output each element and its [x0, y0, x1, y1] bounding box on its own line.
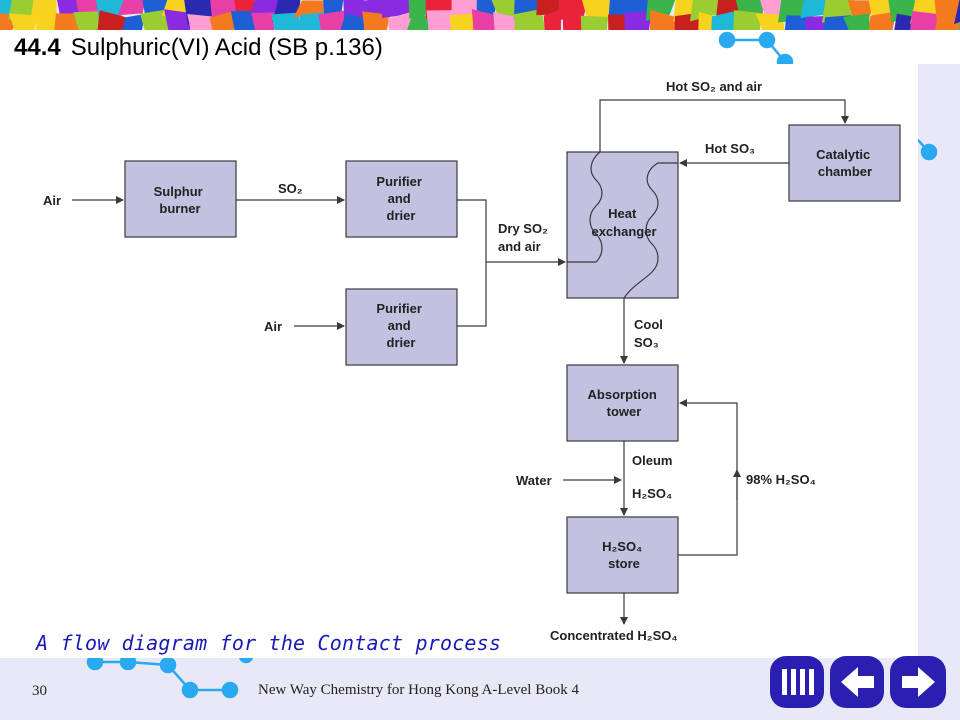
hot-so2-air-line — [599, 99, 849, 152]
so2-label: SO₂ — [278, 181, 303, 196]
mosaic-tile — [73, 11, 103, 36]
catalytic-chamber-box — [788, 124, 901, 202]
mosaic-tile — [96, 10, 129, 36]
purifier-bottom-box — [345, 288, 458, 366]
purifier-top-outlet — [457, 199, 487, 327]
absorption-tower-box — [566, 364, 679, 442]
coil-left — [567, 151, 603, 263]
title-text: Sulphuric(VI) Acid (SB p.136) — [70, 34, 383, 61]
mosaic-tile — [557, 0, 588, 20]
mosaic-tile — [381, 0, 412, 19]
water-label: Water — [516, 473, 552, 488]
mosaic-tile — [318, 10, 347, 36]
first-slide-button[interactable] — [770, 656, 824, 708]
mosaic-tile — [121, 13, 145, 34]
mosaic-tile — [209, 9, 239, 36]
heat-exchanger-box — [566, 151, 679, 299]
mosaic-tile — [471, 9, 500, 36]
mosaic-tile — [954, 0, 960, 25]
forward-arrow-icon — [902, 667, 935, 697]
mosaic-tile — [867, 11, 897, 36]
absorption-tower-label: Absorption tower — [588, 387, 661, 419]
hot-so3-label: Hot SO₃ — [705, 141, 755, 156]
mosaic-tile — [426, 10, 455, 36]
mosaic-tile — [868, 0, 896, 20]
catalytic-chamber-label: Catalytic chamber — [816, 147, 874, 179]
air-label-1: Air — [43, 193, 61, 208]
mosaic-tile — [405, 14, 435, 35]
mosaic-tile — [387, 10, 416, 36]
figure-caption: A flow diagram for the Contact process — [36, 631, 502, 655]
mosaic-tile — [293, 0, 326, 18]
mosaic-tile — [733, 10, 761, 36]
mosaic-tile — [513, 9, 547, 36]
mosaic-tile — [650, 9, 679, 36]
purifier-top-label: Purifier and drier — [376, 174, 425, 223]
heat-exchanger-label: Heat exchanger — [591, 206, 656, 239]
oleum-label: Oleum — [632, 453, 672, 468]
h2so4-label: H₂SO₄ — [632, 486, 672, 501]
first-slide-icon — [782, 669, 814, 695]
h2so4-store-box — [566, 516, 679, 594]
concentrated-label: Concentrated H₂SO₄ — [550, 628, 678, 643]
back-button[interactable] — [830, 656, 884, 708]
purifier-bottom-label: Purifier and drier — [376, 301, 425, 350]
mosaic-tile — [689, 0, 723, 22]
forward-button[interactable] — [890, 656, 946, 708]
air-label-2: Air — [264, 319, 282, 334]
sulphur-burner-box — [124, 160, 237, 238]
purifier-top-box — [345, 160, 458, 238]
mosaic-tile — [164, 9, 194, 36]
dry-so2-label: Dry SO₂ and air — [498, 221, 551, 254]
recycle-label: 98% H₂SO₄ — [746, 472, 816, 487]
mosaic-tile — [543, 9, 562, 34]
coil-right — [623, 162, 678, 299]
title-bar — [0, 30, 960, 64]
slide-title: 44.4 Sulphuric(VI) Acid (SB p.136) — [14, 34, 383, 62]
mosaic-tile — [909, 10, 942, 36]
h2so4-store-label: H₂SO₄ store — [602, 539, 646, 571]
recycle-line — [678, 399, 738, 556]
sulphur-burner-label: Sulphur burner — [154, 184, 207, 216]
footer-page-number: 30 — [32, 683, 47, 699]
mosaic-tile — [624, 11, 652, 36]
mosaic-tile — [117, 0, 146, 16]
hot-so2-air-label: Hot SO₂ and air — [666, 79, 762, 94]
mosaic-tile — [934, 10, 960, 36]
back-arrow-icon — [841, 667, 874, 697]
section-number: 44.4 — [14, 34, 61, 61]
cool-so3-label: Cool SO₃ — [634, 317, 667, 350]
footer-book-title: New Way Chemistry for Hong Kong A-Level … — [258, 682, 579, 698]
mosaic-tile — [755, 13, 786, 36]
mosaic-tile — [339, 13, 365, 34]
